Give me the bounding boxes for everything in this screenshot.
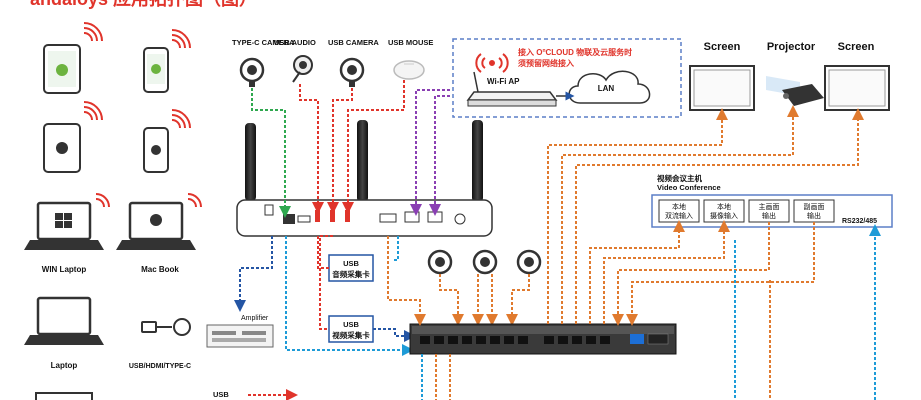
usb-audio-icon	[292, 55, 313, 83]
video-card-to-matrix	[373, 328, 416, 342]
antenna-left	[245, 123, 256, 201]
screen-left-icon	[689, 65, 755, 111]
macbook-icon	[116, 201, 196, 250]
matrix-to-screen-left	[547, 108, 728, 324]
antenna-middle	[357, 120, 368, 202]
svg-text:副画面: 副画面	[804, 202, 825, 211]
svg-text:输出: 输出	[762, 211, 776, 220]
cloud-note-line2: 须预留网络接入	[517, 58, 574, 68]
svg-text:USB: USB	[343, 259, 359, 268]
amplifier-icon	[206, 324, 274, 348]
typec-camera-link	[251, 88, 291, 218]
partial-device-icon	[35, 392, 93, 400]
wifi-ap-label: Wi-Fi AP	[487, 77, 520, 86]
lan-label: LAN	[598, 84, 615, 93]
projector-label: Projector	[767, 41, 816, 53]
blue-bottom-link-3	[392, 236, 399, 261]
wifi-signal-icon	[475, 53, 509, 73]
win-laptop-icon	[24, 201, 104, 250]
matrix-switcher	[409, 323, 677, 355]
svg-text:双流输入: 双流输入	[665, 211, 693, 220]
vc-port-2: 本地 摄像输入	[703, 199, 745, 223]
camera-1-icon	[427, 249, 453, 275]
ipad-icon	[43, 123, 81, 173]
svg-text:本地: 本地	[717, 202, 731, 211]
android-phone-icon	[143, 47, 169, 93]
wifi-signal-icon	[83, 101, 103, 121]
page-title: andaloys 应用拓扑图（图）	[30, 0, 257, 9]
projector-icon	[766, 76, 824, 106]
vc-port-1: 本地 双流输入	[658, 199, 700, 223]
wifi-signal-icon	[95, 193, 110, 208]
svg-text:USB: USB	[343, 320, 359, 329]
lan-cloud-icon	[568, 70, 651, 104]
audio-card-link	[317, 236, 329, 269]
screen-right-label: Screen	[838, 41, 875, 53]
matrix-to-vc-port-2	[603, 220, 730, 324]
laptop-icon	[24, 296, 104, 345]
svg-text:主画面: 主画面	[759, 202, 780, 211]
usb-hdmi-typec-label: USB/HDMI/TYPE-C	[129, 363, 191, 370]
laptop-label: Laptop	[51, 361, 78, 370]
network-link-1	[410, 89, 450, 216]
host-hdmi-to-matrix	[387, 236, 426, 326]
win-laptop-label: WIN Laptop	[42, 265, 87, 274]
wifi-signal-icon	[171, 109, 191, 129]
cloud-note-line1: 接入 OnCLOUD 物联及云服务时	[518, 47, 632, 57]
wifi-router-icon	[466, 71, 558, 107]
macbook-label: Mac Book	[141, 265, 179, 274]
svg-text:摄像输入: 摄像输入	[710, 211, 738, 220]
vc-port-3-to-matrix	[612, 222, 770, 326]
svg-text:视频采集卡: 视频采集卡	[332, 330, 370, 340]
usb-camera-label: USB CAMERA	[328, 38, 379, 47]
cloud-network-box	[452, 38, 682, 118]
wifi-signal-icon	[83, 22, 103, 42]
host-blue-link	[285, 236, 414, 356]
antenna-right	[472, 120, 483, 202]
screen-right-icon	[824, 65, 890, 111]
network-link-2	[429, 95, 450, 216]
usb-mouse-icon	[393, 60, 425, 80]
vc-title-cn: 视频会议主机	[657, 173, 702, 183]
wifi-signal-icon	[171, 29, 191, 49]
vc-title-en: Video Conference	[657, 183, 721, 192]
usb-video-capture-card: USB 视频采集卡	[328, 315, 374, 343]
cable-icon	[141, 318, 191, 336]
iphone-icon	[143, 127, 169, 173]
usb-camera-link	[327, 88, 353, 214]
usb-mouse-label: USB MOUSE	[388, 38, 433, 47]
svg-text:本地: 本地	[672, 202, 686, 211]
matrix-to-vc-port-1	[589, 220, 685, 324]
vc-port-4: 副画面 输出	[793, 199, 835, 223]
amplifier-label: Amplifier	[241, 315, 269, 322]
matrix-to-projector	[561, 105, 799, 324]
usb-mouse-link	[342, 80, 405, 214]
android-tablet-icon	[43, 44, 81, 94]
usb-audio-capture-card: USB 音频采集卡	[328, 254, 374, 282]
screen-left-label: Screen	[704, 41, 741, 53]
camera-1-link	[439, 274, 464, 326]
camera-2-icon	[472, 249, 498, 275]
vc-rs-label: RS232/485	[842, 218, 877, 225]
typec-camera-label: TYPE-C CAMERA	[232, 38, 295, 47]
camera-3-icon	[516, 249, 542, 275]
vc-port-3: 主画面 输出	[748, 199, 790, 223]
camera-3-link	[506, 274, 530, 326]
typec-camera-icon	[239, 57, 265, 87]
svg-text:输出: 输出	[807, 211, 821, 220]
vc-port-4-to-matrix	[626, 222, 815, 326]
wifi-signal-icon	[187, 193, 202, 208]
host-device-panel	[236, 199, 493, 237]
video-card-link	[319, 235, 333, 330]
svg-text:音频采集卡: 音频采集卡	[332, 269, 370, 279]
amplifier-link	[234, 236, 273, 312]
usb-camera-icon	[339, 57, 365, 87]
legend-usb-label: USB	[213, 390, 229, 399]
matrix-to-screen-right	[575, 108, 864, 324]
usb-audio-link	[299, 84, 324, 214]
usb-audio-label: USB AUDIO	[274, 38, 316, 47]
